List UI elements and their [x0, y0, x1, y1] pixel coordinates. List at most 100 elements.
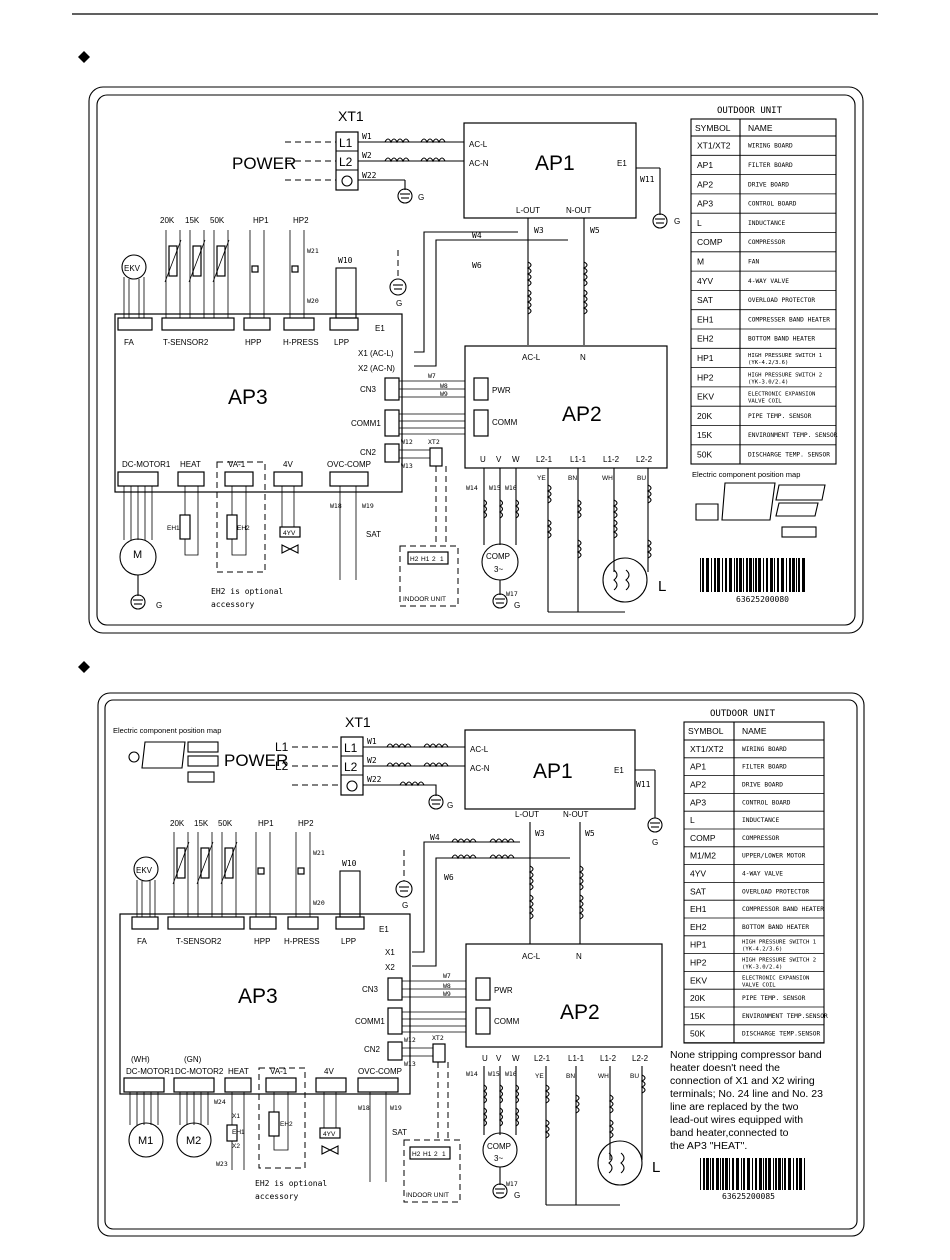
barcode-bar	[773, 1158, 774, 1190]
w6-label-2: W6	[444, 873, 454, 882]
barcode-bar	[736, 558, 738, 592]
barcode-bar	[729, 558, 732, 592]
pwr-connector	[473, 377, 489, 401]
xt2-terminal-2	[432, 1043, 446, 1063]
cn2-connector	[384, 443, 400, 463]
barcode-bar	[703, 1158, 705, 1190]
comp-phase-label: 3~	[494, 565, 503, 574]
w9-label-2: W9	[443, 990, 451, 998]
barcode-bar	[711, 558, 712, 592]
table-symbol: L	[690, 815, 695, 825]
w22-label-2: W22	[367, 775, 382, 784]
inductor-l1-l2-w2	[384, 157, 446, 163]
posmap-ap3-box	[775, 484, 826, 501]
ekv-label-2: EKV	[136, 866, 153, 875]
w1-label: W1	[362, 132, 372, 141]
barcode-bar	[720, 1158, 721, 1190]
hp2-switch	[291, 265, 299, 273]
eh1-label: EH1	[167, 525, 180, 532]
ap1-acn: AC-N	[469, 159, 489, 168]
gn-motor-label: (GN)	[184, 1055, 202, 1064]
w13-label: W13	[401, 462, 413, 470]
barcode-bar	[798, 558, 800, 592]
ap1-acl: AC-L	[469, 140, 488, 149]
w-terminal-label-2: W	[512, 1054, 520, 1063]
ap1-lout: L-OUT	[516, 206, 540, 215]
hp1-switch-2	[257, 867, 265, 875]
table-name: COMPRESSOR BAND HEATER	[742, 906, 824, 913]
inductor-l3-l4-line	[526, 261, 532, 315]
table-name: PIPE TEMP. SENSOR	[748, 413, 812, 420]
hpress-label-2: H-PRESS	[284, 937, 320, 946]
xt2-label: XT2	[428, 438, 440, 446]
barcode-bar	[702, 558, 704, 592]
barcode-bar	[714, 558, 716, 592]
ovc-comp-label: OVC-COMP	[327, 460, 371, 469]
l22-label: L2-2	[636, 455, 653, 464]
eh1-x1-label: X1	[232, 1113, 240, 1120]
t1-label-2: 1	[442, 1151, 446, 1158]
ap3-e1: E1	[375, 324, 385, 333]
barcode-2-number: 63625200085	[722, 1192, 775, 1201]
w15-label: W15	[489, 484, 501, 492]
ground-label: G	[514, 601, 520, 610]
ap2-label: AP2	[562, 403, 602, 426]
l11-label: L1-1	[570, 455, 587, 464]
note-line: line are replaced by the two	[670, 1101, 799, 1113]
ap1-e1: E1	[617, 159, 627, 168]
h2-label-2: H2	[412, 1151, 421, 1158]
table-name: FILTER BOARD	[742, 764, 787, 771]
barcode-bar	[777, 558, 779, 592]
bu-label-2: BU	[630, 1073, 639, 1080]
barcode-bar	[725, 1158, 728, 1190]
t2-label: 2	[432, 556, 436, 563]
ground-label: G	[674, 217, 680, 226]
ap3-x1: X1 (AC-L)	[358, 349, 394, 358]
motor-m1-icon	[128, 1122, 164, 1158]
barcode-bar	[784, 1158, 786, 1190]
v-label: V	[496, 455, 502, 464]
table2-head-symbol: SYMBOL	[688, 726, 724, 736]
posmap-ap3-box-2	[187, 741, 219, 753]
power-l1-2: L1	[275, 740, 289, 754]
barcode-bar	[717, 558, 720, 592]
4yv-valve-2	[319, 1127, 341, 1139]
w18-label-2: W18	[358, 1104, 370, 1112]
xt1-l2: L2	[339, 155, 353, 169]
ap1-e1-2: E1	[614, 766, 624, 775]
hp2-switch-2	[297, 867, 305, 875]
table-name: ENVIRONMENT TEMP. SENSOR	[748, 432, 838, 439]
table-name: HIGH PRESSURE SWITCH 1	[742, 940, 816, 946]
posmap-l-icon	[128, 751, 140, 763]
position-map-label-2: Electric component position map	[113, 726, 221, 735]
band-heater-note: None stripping compressor band heater do…	[670, 1049, 823, 1152]
ap1-label: AP1	[535, 152, 575, 175]
table-symbol: EH1	[690, 904, 707, 914]
table-symbol: EKV	[690, 975, 707, 985]
barcode-bar	[734, 558, 735, 592]
table-symbol: HP1	[690, 940, 707, 950]
ap3-cn3-2: CN3	[362, 985, 379, 994]
barcode-bar	[755, 1158, 757, 1190]
table-symbol: XT1/XT2	[690, 744, 724, 754]
ground-label: G	[652, 838, 658, 847]
4yv-label: 4YV	[283, 530, 296, 537]
table-name: (YK-4.2/3.6)	[748, 360, 788, 366]
ground-icon	[647, 817, 663, 833]
barcode-bar	[774, 558, 775, 592]
table-name: BOTTOM BAND HEATER	[742, 924, 809, 931]
eh2-note-line2: accessory	[211, 600, 255, 609]
barcode-bar	[781, 558, 784, 592]
note-line: heater doesn't need the	[670, 1062, 780, 1074]
heat-label-2: HEAT	[228, 1067, 249, 1076]
table-name: COMPRESSOR	[742, 835, 780, 842]
l12-label-2: L1-2	[600, 1054, 617, 1063]
note-line: None stripping compressor band	[670, 1049, 822, 1061]
